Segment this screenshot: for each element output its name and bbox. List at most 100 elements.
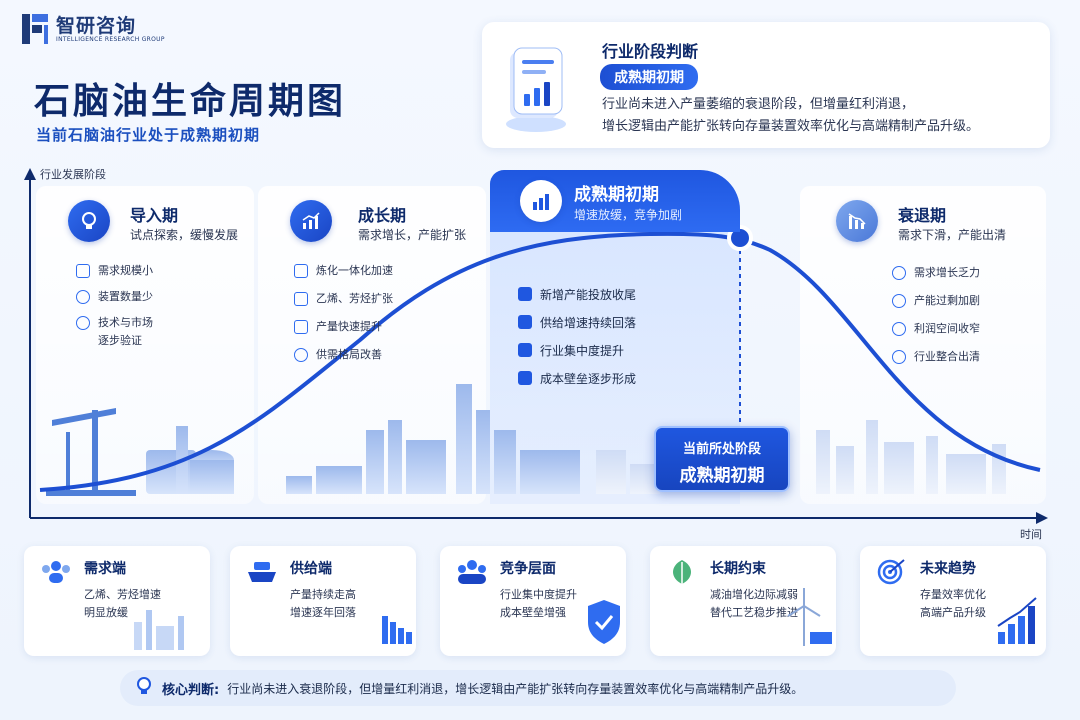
stage-bullets-growth: 炼化一体化加速 乙烯、芳烃扩张 产量快速提升 供需格局改善 bbox=[294, 262, 393, 374]
current-stage-marker bbox=[727, 225, 753, 251]
bar-chart-icon bbox=[520, 180, 562, 222]
report-chart-icon bbox=[500, 38, 566, 134]
judgement-badge: 成熟期初期 bbox=[600, 64, 698, 90]
card-line-2: 明显放缓 bbox=[84, 606, 128, 619]
stage-desc-intro: 试点探索，缓慢发展 bbox=[130, 228, 239, 242]
clock-icon bbox=[892, 350, 906, 364]
users-icon bbox=[40, 558, 72, 586]
y-axis-arrow-icon bbox=[24, 168, 36, 180]
card-supply: 供给端 产量持续走高 增速逐年回落 bbox=[230, 546, 416, 656]
brand-name-en: INTELLIGENCE RESEARCH GROUP bbox=[56, 35, 165, 43]
card-line-2: 增速逐年回落 bbox=[290, 606, 356, 619]
card-future: 未来趋势 存量效率优化 高端产品升级 bbox=[860, 546, 1046, 656]
card-line-1: 行业集中度提升 bbox=[500, 588, 577, 601]
stage-name-intro: 导入期 bbox=[130, 206, 179, 225]
check-icon bbox=[518, 315, 532, 329]
clock-icon bbox=[892, 294, 906, 308]
nodes-icon bbox=[76, 290, 90, 304]
wind-turbine-icon bbox=[787, 588, 832, 646]
download-icon bbox=[76, 264, 90, 278]
lightbulb-icon bbox=[134, 676, 154, 700]
bullet-item: 乙烯、芳烃扩张 bbox=[294, 290, 393, 318]
bullet-item: 供需格局改善 bbox=[294, 346, 393, 374]
refinery-mini-icon bbox=[134, 610, 184, 650]
bullet-item: 行业集中度提升 bbox=[518, 336, 678, 364]
card-title: 长期约束 bbox=[710, 561, 766, 577]
card-line-2: 成本壁垒增强 bbox=[500, 606, 566, 619]
page-title: 石脑油生命周期图 bbox=[34, 81, 347, 122]
bullet-item: 新增产能投放收尾 bbox=[518, 280, 678, 308]
card-title: 供给端 bbox=[290, 561, 332, 577]
judgement-description: 行业尚未进入产量萎缩的衰退阶段，但增量红利消退， 增长逻辑由产能扩张转向存量装置… bbox=[602, 94, 1042, 138]
stage-desc-decline: 需求下滑，产能出清 bbox=[898, 228, 1007, 242]
current-stage-label: 当前所处阶段 bbox=[682, 442, 761, 457]
stage-bullets-decline: 需求增长乏力 产能过剩加剧 利润空间收窄 行业整合出清 bbox=[892, 264, 980, 376]
bullet-item: 成本壁垒逐步形成 bbox=[518, 364, 678, 392]
bar-chart-icon bbox=[294, 264, 308, 278]
card-line-2: 高端产品升级 bbox=[920, 606, 986, 619]
anchor-icon bbox=[518, 343, 532, 357]
trend-up-icon bbox=[290, 200, 332, 242]
layers-icon bbox=[294, 292, 308, 306]
bullet-item: 利润空间收窄 bbox=[892, 320, 980, 348]
bullet-item: 需求增长乏力 bbox=[892, 264, 980, 292]
target-icon bbox=[518, 287, 532, 301]
stage-name-mature: 成熟期初期 bbox=[574, 185, 659, 205]
stage-desc-mature: 增速放缓，竞争加剧 bbox=[574, 208, 683, 222]
brand-name: 智研咨询 bbox=[56, 14, 137, 37]
card-line-1: 存量效率优化 bbox=[920, 588, 986, 601]
bar-up-icon bbox=[997, 597, 1037, 644]
y-axis-label: 行业发展阶段 bbox=[40, 168, 106, 181]
gear-icon bbox=[294, 348, 308, 362]
target-icon bbox=[876, 558, 908, 586]
card-title: 未来趋势 bbox=[920, 561, 976, 577]
judgement-card: 行业阶段判断 成熟期初期 行业尚未进入产量萎缩的衰退阶段，但增量红利消退， 增长… bbox=[482, 22, 1050, 148]
core-judgement-bar: 核心判断: 行业尚未进入衰退阶段，但增量红利消退，增长逻辑由产能扩张转向存量装置… bbox=[120, 670, 956, 706]
lightbulb-icon bbox=[68, 200, 110, 242]
core-judgement-label: 核心判断: bbox=[162, 682, 220, 698]
x-axis-label: 时间 bbox=[1020, 528, 1042, 541]
axes-chart bbox=[24, 168, 1048, 524]
card-demand: 需求端 乙烯、芳烃增速 明显放缓 bbox=[24, 546, 210, 656]
trend-down-icon bbox=[836, 200, 878, 242]
stage-name-growth: 成长期 bbox=[358, 206, 407, 225]
card-line-2: 替代工艺稳步推进 bbox=[710, 606, 798, 619]
card-competition: 竞争层面 行业集中度提升 成本壁垒增强 bbox=[440, 546, 626, 656]
card-line-1: 乙烯、芳烃增速 bbox=[84, 588, 161, 601]
judgement-line-1: 行业尚未进入产量萎缩的衰退阶段，但增量红利消退， bbox=[602, 97, 915, 112]
group-icon bbox=[456, 558, 488, 586]
x-axis-arrow-icon bbox=[1036, 512, 1048, 524]
bullet-item: 技术与市场逐步验证 bbox=[76, 314, 153, 350]
stage-name-decline: 衰退期 bbox=[898, 206, 947, 225]
bullet-item: 炼化一体化加速 bbox=[294, 262, 393, 290]
page-subtitle: 当前石脑油行业处于成熟期初期 bbox=[36, 126, 261, 144]
factory-icon bbox=[294, 320, 308, 334]
brand-logo: 智研咨询 INTELLIGENCE RESEARCH GROUP bbox=[22, 14, 165, 44]
ship-icon bbox=[246, 558, 278, 586]
clock-icon bbox=[892, 266, 906, 280]
lifecycle-curve bbox=[39, 231, 1041, 492]
logo-mark-icon bbox=[22, 14, 48, 44]
card-title: 竞争层面 bbox=[500, 561, 556, 577]
refinery-illustration bbox=[46, 384, 1006, 496]
bullet-item: 行业整合出清 bbox=[892, 348, 980, 376]
current-stage-box: 当前所处阶段 成熟期初期 bbox=[654, 426, 790, 492]
stage-bullets-mature: 新增产能投放收尾 供给增速持续回落 行业集中度提升 成本壁垒逐步形成 bbox=[518, 280, 678, 392]
shuffle-icon bbox=[518, 371, 532, 385]
current-stage-value: 成熟期初期 bbox=[679, 466, 765, 486]
bullet-item: 供给增速持续回落 bbox=[518, 308, 678, 336]
card-line-1: 产量持续走高 bbox=[290, 588, 356, 601]
judgement-line-2: 增长逻辑由产能扩张转向存量装置效率优化与高端精制产品升级。 bbox=[602, 119, 980, 134]
leaf-icon bbox=[666, 558, 698, 586]
judgement-title: 行业阶段判断 bbox=[602, 42, 699, 61]
shield-icon bbox=[588, 600, 620, 644]
card-line-1: 减油增化边际减弱 bbox=[710, 588, 798, 601]
stage-bullets-intro: 需求规模小 装置数量少 技术与市场逐步验证 bbox=[76, 262, 153, 350]
bullet-item: 产能过剩加剧 bbox=[892, 292, 980, 320]
card-constraint: 长期约束 减油增化边际减弱 替代工艺稳步推进 bbox=[650, 546, 836, 656]
bullet-item: 装置数量少 bbox=[76, 288, 153, 314]
bullet-item: 产量快速提升 bbox=[294, 318, 393, 346]
bar-down-icon bbox=[382, 616, 412, 644]
stage-desc-growth: 需求增长，产能扩张 bbox=[358, 228, 467, 242]
card-title: 需求端 bbox=[84, 561, 126, 577]
